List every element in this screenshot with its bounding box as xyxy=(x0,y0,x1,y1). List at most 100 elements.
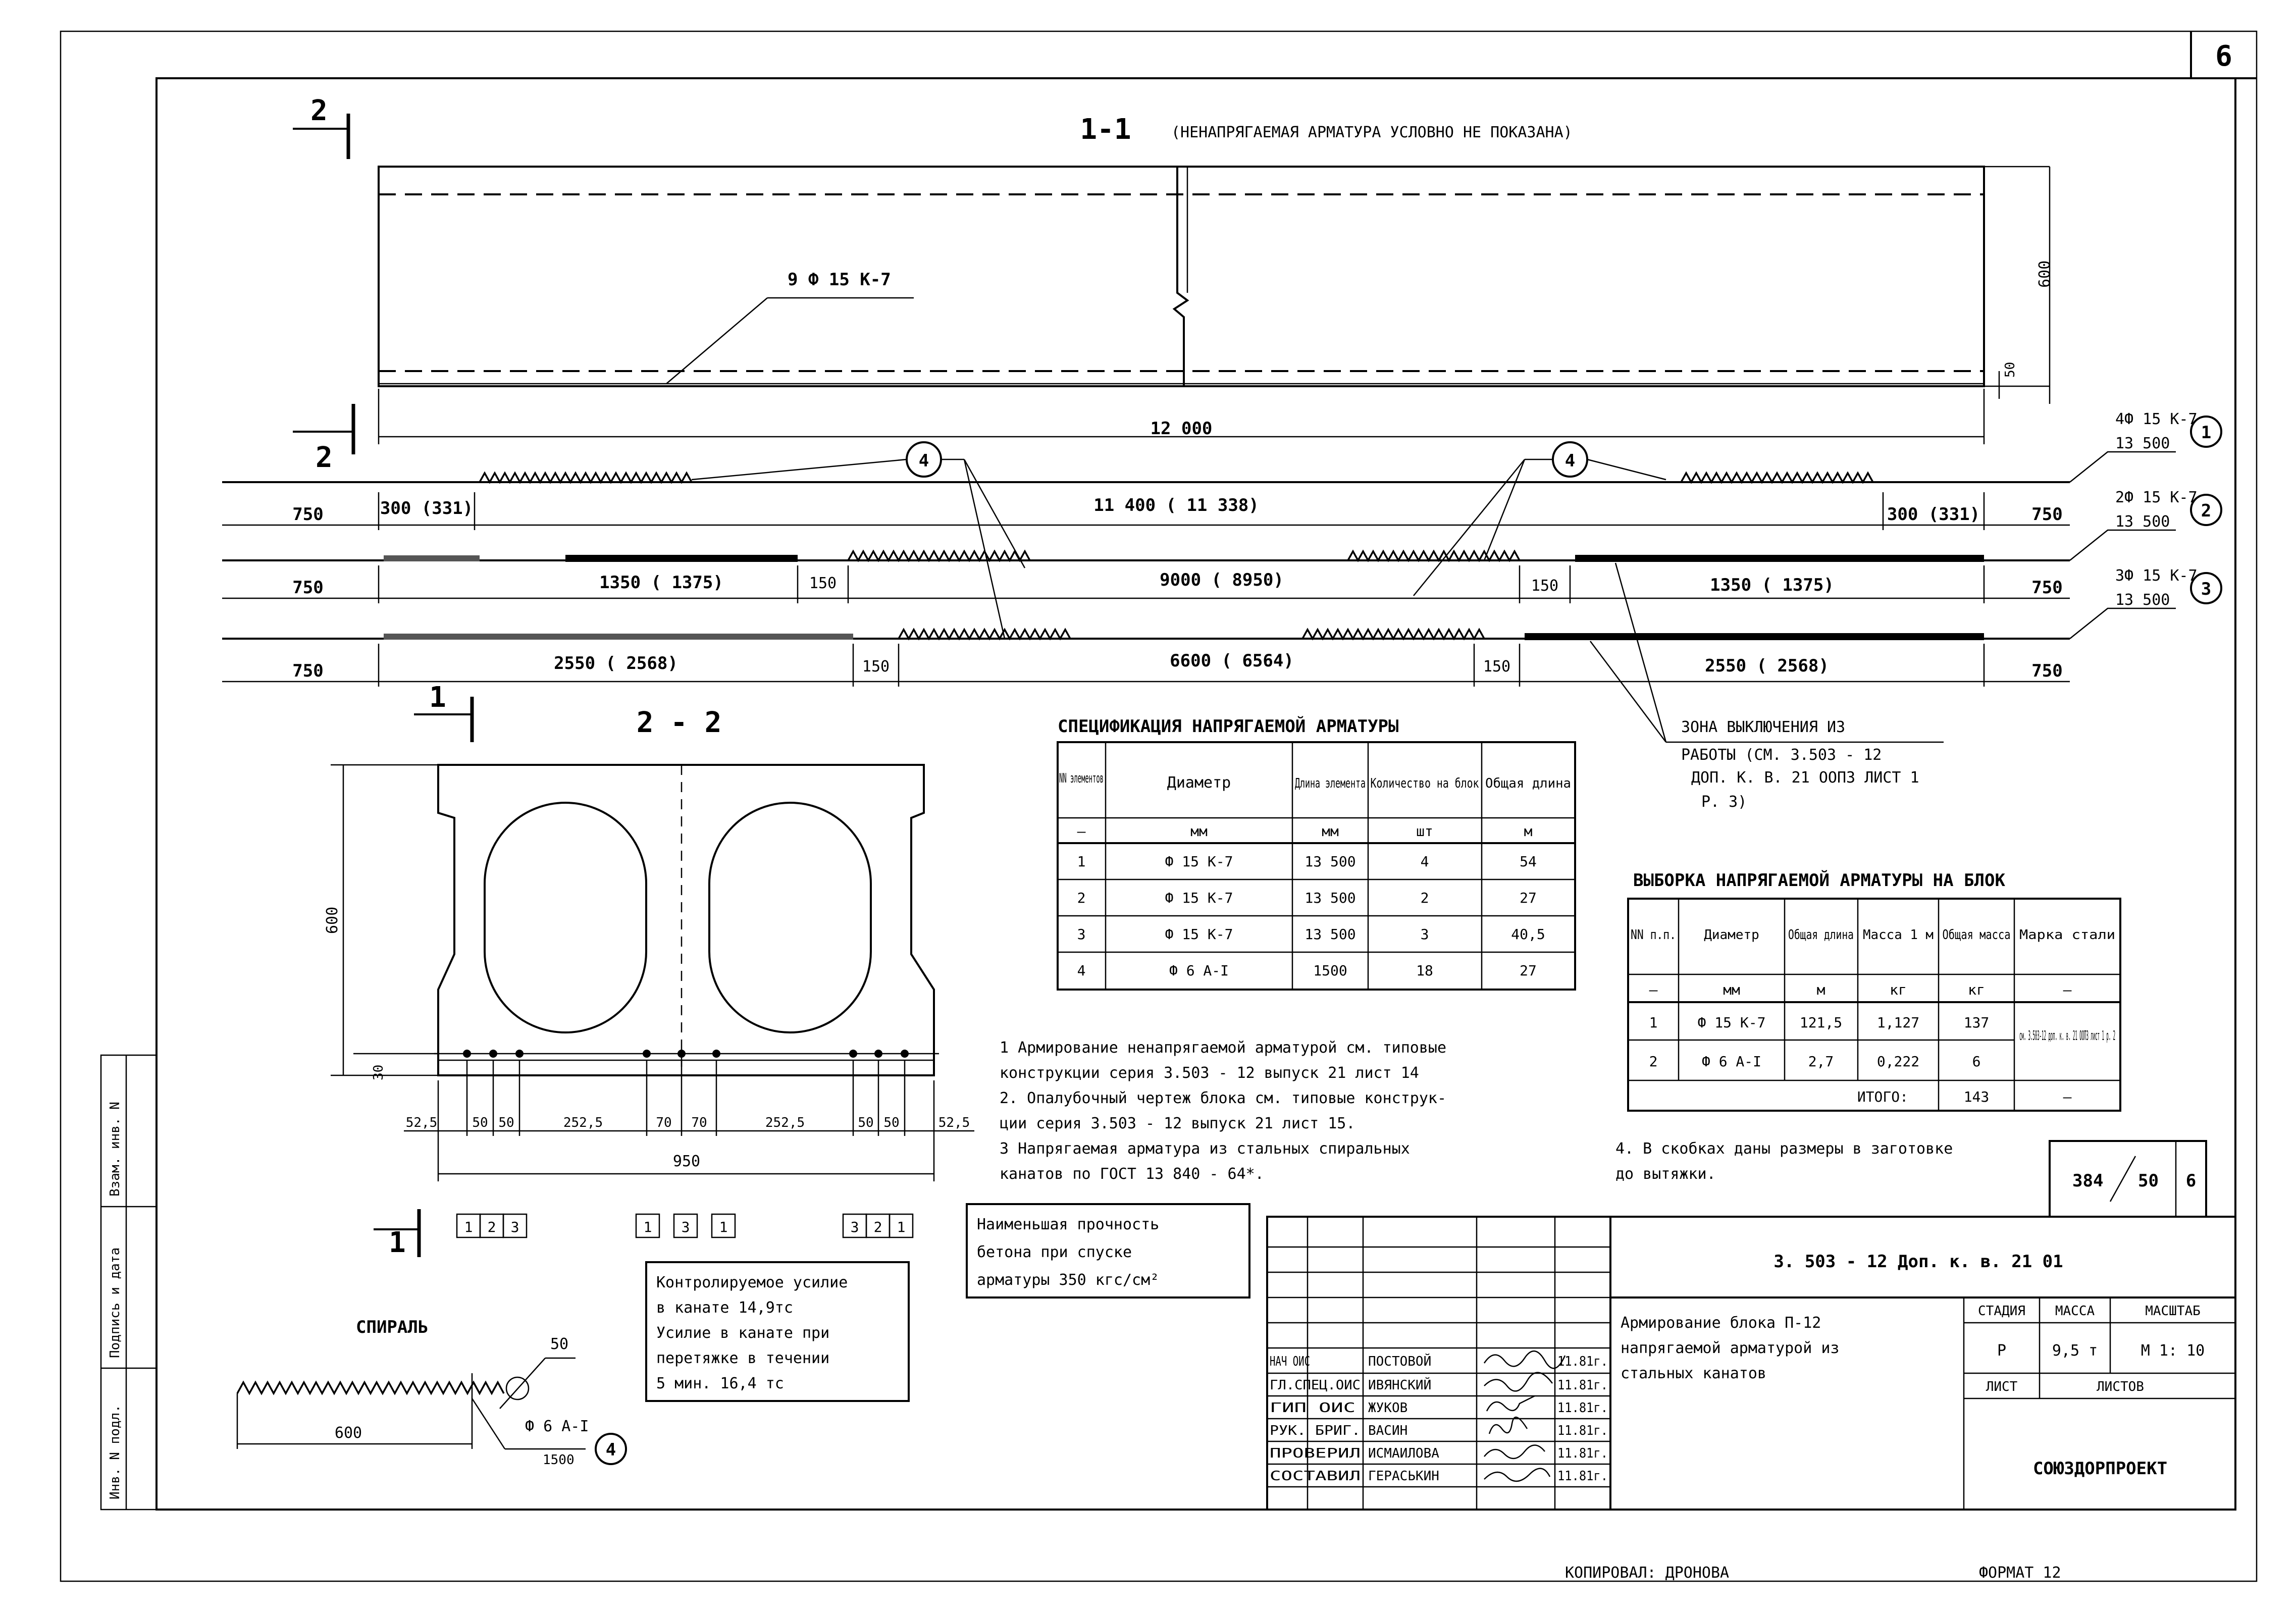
box-5: 1 xyxy=(719,1219,728,1235)
effort-box: Контролируемое усилие в канате 14,9тс Ус… xyxy=(645,1261,910,1402)
cut-mark-2-top: 2 xyxy=(310,94,328,127)
r2-spec: 2Ф 15 К-7 xyxy=(2115,489,2198,506)
stamp-person-row: ГЛ.СПЕЦ.ОИС ИВЯНСКИЙ 11.81г. xyxy=(1270,1377,1608,1393)
sheet-format: ФОРМАТ 12 xyxy=(1979,1564,2061,1582)
box-0: 1 xyxy=(464,1219,473,1235)
spiral-pitch: 50 xyxy=(550,1335,568,1353)
r3-dim-5: 2550 ( 2568) xyxy=(1705,656,1829,676)
strand-rows: 750 300 (331) 11 400 ( 11 338) 300 (331)… xyxy=(222,410,2222,811)
note4-line-1: до вытяжки. xyxy=(1615,1165,1716,1183)
note-3: ции серия 3.503 - 12 выпуск 21 лист 15. xyxy=(1000,1115,1355,1132)
spec-cell: 27 xyxy=(1520,962,1537,979)
sample-cell: 0,222 xyxy=(1877,1053,1919,1070)
sample-cell: Ф 6 А-I xyxy=(1702,1053,1761,1070)
spec-table: СПЕЦИФИКАЦИЯ НАПРЯГАЕМОЙ АРМАТУРЫ NN эле… xyxy=(1057,716,1576,991)
person-name: ВАСИН xyxy=(1368,1423,1407,1438)
r2-dim-6: 750 xyxy=(2031,578,2062,598)
row-number-boxes: 1 2 3 1 3 1 3 2 1 xyxy=(456,1213,914,1238)
note-1: конструкции серия 3.503 - 12 выпуск 21 л… xyxy=(1000,1064,1419,1082)
r3-dim-3: 6600 ( 6564) xyxy=(1170,651,1294,671)
box-1: 2 xyxy=(488,1219,496,1235)
spec-cell: 13 500 xyxy=(1304,890,1355,906)
person-name: ПОСТОВОЙ xyxy=(1368,1353,1431,1369)
sample-h-1: Диаметр xyxy=(1704,927,1759,943)
stamp-person-row: СОСТАВИЛ ГЕРАСЬКИН 11.81г. xyxy=(1270,1469,1608,1484)
stamp-mass: 9,5 т xyxy=(2052,1342,2098,1360)
sidebar-replace-inv: Взам. инв. N xyxy=(108,1102,123,1197)
stamp-sheet-h: ЛИСТ xyxy=(1986,1379,2018,1394)
strength-line-0: Наименьшая прочность xyxy=(977,1216,1159,1233)
r3-dim-1: 2550 ( 2568) xyxy=(554,653,678,673)
person-role: ПРОВЕРИЛ xyxy=(1270,1446,1361,1461)
code-num: 384 xyxy=(2072,1171,2103,1191)
r3-dim-0: 750 xyxy=(292,661,323,681)
stamp-sheets-h: ЛИСТОВ xyxy=(2097,1379,2144,1394)
cut-mark-1-top: 1 xyxy=(429,681,446,714)
beam-elevation xyxy=(378,166,1985,387)
r2-length: 13 500 xyxy=(2115,513,2170,531)
sample-h-5: Марка стали xyxy=(2019,927,2115,943)
person-role: НАЧ ОИС xyxy=(1270,1354,1310,1369)
r2-dim-5: 1350 ( 1375) xyxy=(1710,575,1834,595)
person-date: 11.81г. xyxy=(1557,1400,1608,1416)
sheet-number: 6 xyxy=(2215,40,2232,73)
r2-num: 2 xyxy=(2201,501,2211,521)
sample-u-4: кг xyxy=(1968,981,1985,998)
box-2: 3 xyxy=(511,1219,519,1235)
sec-dim-1: 50 xyxy=(472,1115,488,1130)
person-date: 11.81г. xyxy=(1557,1446,1608,1461)
r3-dim-4: 150 xyxy=(1483,658,1510,676)
person-date: 11.81г. xyxy=(1557,1378,1608,1393)
spec-u-4: м xyxy=(1524,823,1533,840)
sample-u-5: — xyxy=(2063,981,2072,998)
spec-u-3: шт xyxy=(1416,823,1433,840)
stamp-stage: Р xyxy=(1997,1342,2006,1360)
r1-dim-2: 11 400 ( 11 338) xyxy=(1093,495,1259,515)
spec-cell: 2 xyxy=(1077,890,1086,906)
section-bottom: 30 xyxy=(371,1065,386,1080)
sample-total-steel: — xyxy=(2063,1088,2072,1105)
sample-cell: 121,5 xyxy=(1800,1014,1842,1031)
spec-cell: 3 xyxy=(1421,926,1429,943)
beam-cover: 50 xyxy=(2003,362,2018,378)
sample-row-1: 1 Ф 15 К-7 121,5 1,127 137 см. 3.503-12 … xyxy=(1649,1014,2115,1044)
section-width: 950 xyxy=(673,1153,700,1170)
r3-length: 13 500 xyxy=(2115,591,2170,609)
spec-cell: 54 xyxy=(1520,853,1537,870)
r3-spec: 3Ф 15 К-7 xyxy=(2115,567,2198,585)
beam-length: 12 000 xyxy=(1151,419,1213,439)
box-7: 2 xyxy=(874,1219,882,1235)
sample-steel-note: см. 3.503-12 доп. к. в. 21 ООПЗ лист 1 р… xyxy=(2019,1028,2115,1044)
strength-line-2: арматуры 350 кгс/см² xyxy=(977,1271,1159,1289)
person-name: ИСМАИЛОВА xyxy=(1368,1446,1439,1461)
sec-dim-0: 52,5 xyxy=(406,1115,438,1130)
stamp-title-1: напрягаемой арматурой из xyxy=(1621,1339,1839,1357)
zone-note-0: ЗОНА ВЫКЛЮЧЕНИЯ ИЗ xyxy=(1681,718,1845,736)
spec-row-3: 3 Ф 15 К-7 13 500 3 40,5 xyxy=(1077,926,1545,943)
copied-by: КОПИРОВАЛ: ДРОНОВА xyxy=(1565,1564,1729,1582)
callout-4-left: 4 xyxy=(919,451,929,471)
r2-dim-1: 1350 ( 1375) xyxy=(599,573,723,593)
spec-row-1: 1 Ф 15 К-7 13 500 4 54 xyxy=(1077,853,1537,870)
sec-dim-6: 252,5 xyxy=(765,1115,805,1130)
stamp-person-row: РУК. БРИГ. ВАСИН 11.81г. xyxy=(1270,1423,1608,1438)
strand-label: 9 Ф 15 К-7 xyxy=(788,270,891,290)
sample-h-2: Общая длина xyxy=(1788,927,1854,943)
spec-cell: 2 xyxy=(1421,890,1429,906)
section-height: 600 xyxy=(324,907,341,934)
spec-cell: 3 xyxy=(1077,926,1086,943)
sample-table-title: ВЫБОРКА НАПРЯГАЕМОЙ АРМАТУРЫ НА БЛОК xyxy=(1633,870,2005,891)
spec-row-4: 4 Ф 6 А-I 1500 18 27 xyxy=(1077,962,1537,979)
zone-note-3: Р. 3) xyxy=(1701,793,1747,811)
code-num2: 50 xyxy=(2138,1171,2159,1191)
spec-cell: 13 500 xyxy=(1304,926,1355,943)
person-name: ГЕРАСЬКИН xyxy=(1368,1469,1439,1484)
spiral-length: 600 xyxy=(335,1424,362,1442)
effort-line-2: Усилие в канате при xyxy=(656,1324,829,1342)
r3-dim-6: 750 xyxy=(2031,661,2062,681)
cut-mark-1-bottom: 1 xyxy=(389,1226,406,1259)
spec-u-1: мм xyxy=(1190,823,1208,840)
strength-line-1: бетона при спуске xyxy=(977,1243,1132,1261)
person-date: 11.81г. xyxy=(1557,1469,1608,1484)
